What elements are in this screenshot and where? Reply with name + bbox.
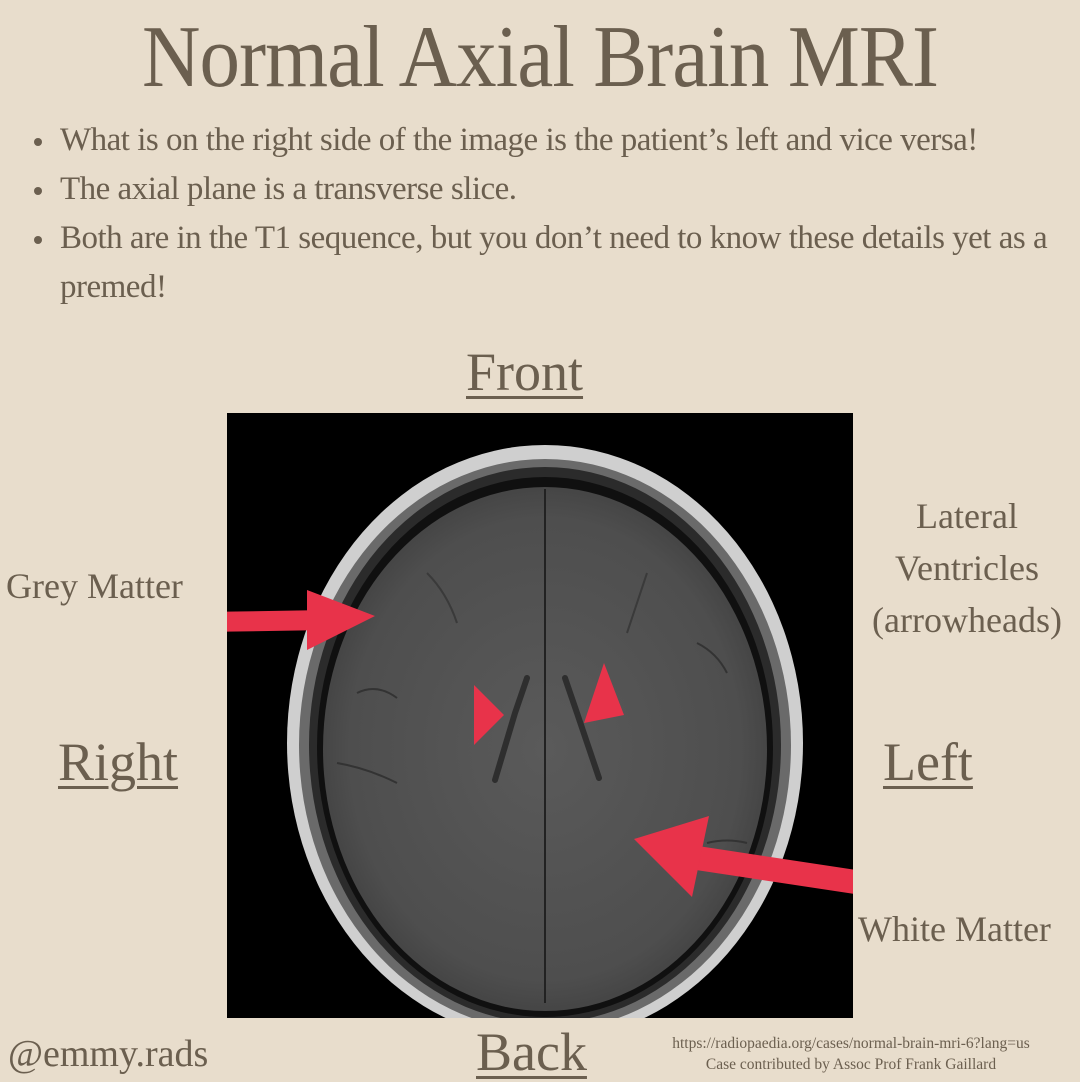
right-label: Right — [58, 732, 179, 792]
left-label: Left — [883, 732, 973, 792]
lateral-ventricles-line3: (arrowheads) — [872, 600, 1062, 640]
bullet-item: Both are in the T1 sequence, but you don… — [30, 214, 1070, 312]
bullet-list: What is on the right side of the image i… — [30, 116, 1070, 312]
brain-mri-graphic — [227, 445, 853, 1018]
back-label: Back — [476, 1022, 587, 1082]
grey-matter-label: Grey Matter — [6, 566, 183, 606]
lateral-ventricles-label: Lateral Ventricles (arrowheads) — [852, 490, 1080, 646]
author-handle: @emmy.rads — [8, 1033, 209, 1075]
mri-image — [227, 413, 853, 1018]
white-matter-label: White Matter — [858, 909, 1051, 949]
grey-matter-arrow — [227, 590, 375, 650]
white-matter-arrow — [634, 816, 853, 897]
lateral-ventricles-line2: Ventricles — [895, 548, 1039, 588]
image-credit: https://radiopaedia.org/cases/normal-bra… — [622, 1033, 1080, 1075]
bullet-item: What is on the right side of the image i… — [30, 116, 1070, 165]
front-label: Front — [466, 342, 584, 402]
page-title: Normal Axial Brain MRI — [141, 9, 939, 106]
bullet-item: The axial plane is a transverse slice. — [30, 165, 1070, 214]
arrowhead-right-ventricle — [474, 685, 504, 745]
arrowhead-left-ventricle — [584, 663, 624, 723]
lateral-ventricles-line1: Lateral — [916, 496, 1018, 536]
credit-text: Case contributed by Assoc Prof Frank Gai… — [705, 1056, 997, 1073]
source-url: https://radiopaedia.org/cases/normal-bra… — [672, 1035, 1030, 1052]
